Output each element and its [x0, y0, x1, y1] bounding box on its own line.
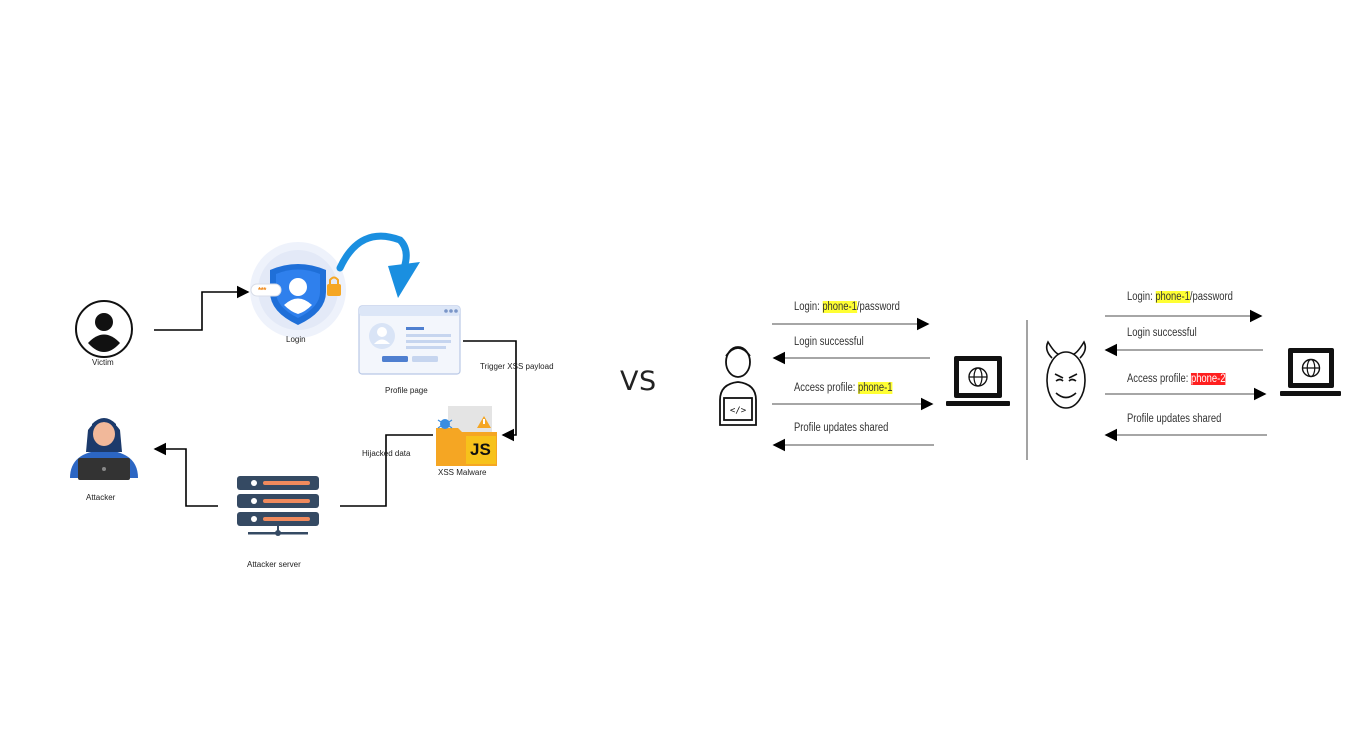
trigger-arrow [463, 340, 517, 442]
legit-login-message: Login: phone-1/password [794, 301, 900, 313]
xss-malware-icon [436, 406, 497, 466]
laptop-server-icon [946, 356, 1010, 406]
profile-page-label: Profile page [385, 386, 428, 395]
attacker-label: Attacker [86, 493, 116, 502]
legit-updates-message: Profile updates shared [794, 422, 889, 434]
profile-page-icon [358, 305, 461, 375]
victim-label: Victim [92, 358, 114, 367]
trigger-xss-label: Trigger XSS payload [480, 362, 554, 371]
attack-updates-message: Profile updates shared [1127, 413, 1222, 425]
js-badge: JS [470, 440, 491, 459]
devil-attacker-icon [1045, 340, 1087, 409]
vs-label: VS [620, 366, 657, 397]
attack-access-message: Access profile: phone-2 [1127, 373, 1226, 385]
curved-arrow-icon [336, 232, 420, 298]
server-attacker-arrow [153, 442, 218, 507]
attack-login-message: Login: phone-1/password [1127, 291, 1233, 303]
victim-login-arrow [154, 285, 250, 331]
legit-access-message: Access profile: phone-1 [794, 382, 893, 394]
developer-user-icon: </> [719, 346, 757, 426]
laptop-server-icon-2 [1280, 348, 1341, 396]
legit-success-message: Login successful [794, 336, 864, 348]
svg-text:</>: </> [730, 406, 747, 416]
attacker-server-label: Attacker server [247, 560, 301, 569]
login-label: Login [286, 335, 306, 344]
login-stars: *** [258, 286, 266, 295]
attacker-server-icon [237, 476, 319, 536]
attacker-hacker-icon [70, 418, 138, 480]
attack-success-message: Login successful [1127, 327, 1197, 339]
login-shield-icon [250, 242, 346, 338]
hijacked-line [340, 434, 433, 507]
xss-malware-label: XSS Malware [438, 468, 487, 477]
hijacked-data-label: Hijacked data [362, 449, 411, 458]
victim-icon [75, 300, 133, 358]
